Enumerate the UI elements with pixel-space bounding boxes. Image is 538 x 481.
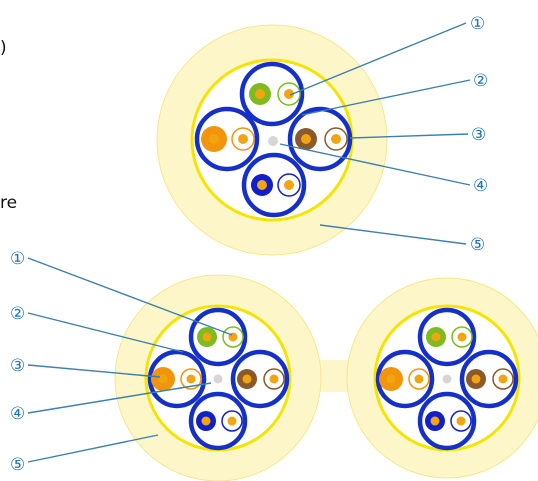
pair-green [239, 61, 305, 127]
leader-line-4-top [279, 143, 471, 186]
pair-orange [194, 106, 260, 172]
pair-orange [147, 349, 207, 409]
leader-line-5-bottom [27, 434, 159, 463]
pair-blue [241, 152, 307, 218]
pair-green [188, 307, 248, 367]
center-filler [268, 136, 278, 146]
pair-brown [230, 349, 290, 409]
text-fragment-mid: re [0, 193, 18, 213]
leader-line-3-bottom [27, 364, 161, 378]
callout-4-top: ④ [473, 176, 488, 196]
pair-blue [188, 391, 248, 451]
text-fragment-top: ) [0, 38, 7, 58]
pair-orange [375, 349, 435, 409]
leader-line-3-top [349, 133, 469, 139]
pair-brown [287, 106, 353, 172]
leader-line-2-top [301, 79, 471, 116]
callout-1-bottom: ① [10, 249, 25, 269]
callout-2-bottom: ② [10, 304, 25, 324]
center-filler [442, 374, 452, 384]
leader-line-5-top [319, 224, 467, 245]
pair-brown [459, 349, 519, 409]
leader-line-1-top [289, 22, 467, 96]
leader-line-1-bottom [27, 257, 233, 336]
leader-line-2-bottom [27, 312, 184, 353]
callout-4-bottom: ④ [10, 404, 25, 424]
pair-green [417, 307, 477, 367]
cable-bottom-right [346, 277, 538, 479]
callout-5-bottom: ⑤ [10, 455, 25, 475]
cable-top [156, 24, 388, 256]
cable-bottom-left [114, 274, 322, 481]
center-filler [213, 374, 223, 384]
callout-3-top: ③ [471, 125, 486, 145]
pair-blue [417, 391, 477, 451]
callout-1-top: ① [470, 14, 485, 34]
callout-5-top: ⑤ [470, 235, 485, 255]
callout-2-top: ② [473, 71, 488, 91]
leader-line-4-bottom [27, 382, 212, 414]
callout-3-bottom: ③ [10, 356, 25, 376]
